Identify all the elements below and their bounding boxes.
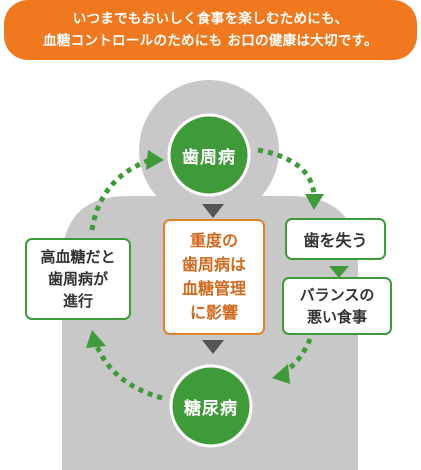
arrowhead-to-diabetes: [202, 340, 224, 354]
high-sugar-line-2: 歯周病が: [47, 270, 108, 288]
periodontal-label: 歯周病: [182, 147, 236, 168]
banner-line-2: 血糖コントロールのためにも お口の健康は大切です。: [43, 33, 378, 49]
arrowhead-left-upper: [146, 150, 164, 170]
high-sugar-line-3: 進行: [62, 292, 93, 310]
arrow-bottom-left: [93, 343, 163, 401]
center-line-2: 歯周病は: [181, 255, 246, 274]
periodontal-circle: [167, 113, 251, 197]
banner-line-1: いつまでもおいしく食事を楽しむためにも、: [72, 11, 349, 27]
arrowhead-right-lower: [272, 364, 290, 384]
bad-diet-line-1: バランスの: [299, 286, 375, 304]
arrow-left-upper: [89, 157, 151, 231]
message-banner: いつまでもおいしく食事を楽しむためにも、 血糖コントロールのためにも お口の健康…: [4, 0, 417, 60]
diabetes-circle: [169, 364, 253, 448]
center-box: 重度の 歯周病は 血糖管理 に影響: [163, 219, 265, 335]
bad-diet-line-2: 悪い食事: [306, 308, 367, 326]
arrowhead-top-right: [305, 194, 324, 210]
arrow-top-right: [257, 147, 317, 197]
bad-diet-box: バランスの 悪い食事: [282, 277, 392, 335]
tooth-loss-text: 歯を失う: [303, 231, 368, 250]
high-sugar-box: 高血糖だと 歯周病が 進行: [25, 238, 131, 320]
tooth-loss-box: 歯を失う: [285, 218, 386, 260]
arrowhead-to-center: [202, 204, 224, 218]
arrowhead-bottom-left: [86, 330, 106, 348]
arrowhead-tooth-to-diet: [329, 266, 349, 278]
center-line-1: 重度の: [189, 231, 238, 250]
high-sugar-line-1: 高血糖だと: [40, 248, 116, 266]
cycle-arrows: [89, 147, 321, 401]
center-line-4: に影響: [189, 303, 238, 322]
arrow-right-lower: [282, 309, 321, 375]
center-line-3: 血糖管理: [181, 279, 246, 298]
diabetes-label: 糖尿病: [184, 398, 238, 419]
